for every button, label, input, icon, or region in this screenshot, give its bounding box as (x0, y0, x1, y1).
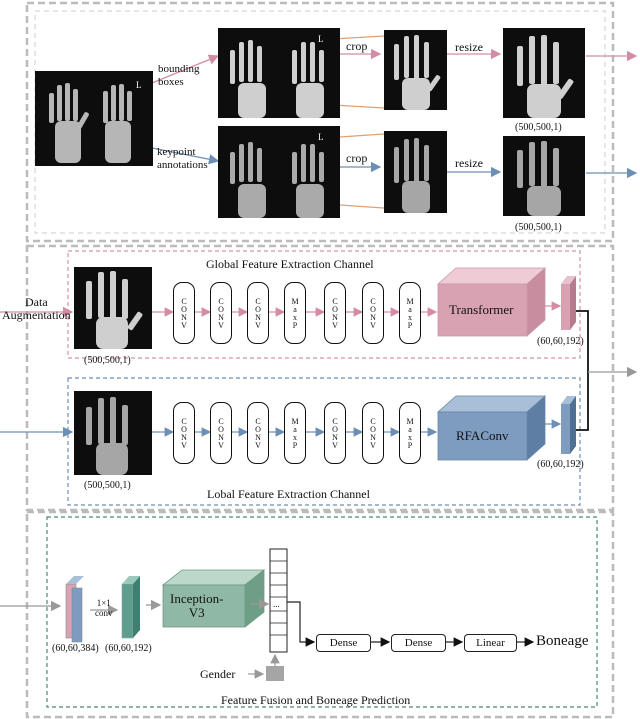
size-label-top: (500,500,1) (515, 122, 562, 133)
svg-text:L: L (318, 34, 324, 44)
global-layer-5: CONV (362, 282, 384, 344)
transformer-block-3d (436, 267, 547, 337)
crop-label-top: crop (346, 39, 368, 53)
boneage-output: Boneage (536, 633, 589, 649)
svg-text:...: ... (273, 599, 280, 609)
global-layer-6: MaxP (399, 282, 421, 344)
concat-feature-map (65, 576, 84, 643)
local-layer-5: CONV (362, 402, 384, 464)
section-preprocessing (25, 1, 615, 243)
section-feature-extraction (25, 244, 615, 512)
conv-feature-map (121, 576, 140, 639)
bbox-annotated-xray: L (218, 28, 340, 118)
resize-label-bottom: resize (455, 156, 483, 170)
data-augmentation-label: Data Augmentation (2, 295, 71, 322)
conv-size: (60,60,192) (105, 643, 152, 654)
local-output-size: (60,60,192) (537, 459, 584, 470)
resized-keypoint-xray (503, 136, 585, 216)
section-fusion (25, 510, 615, 719)
keypoint-label: keypoint annotations (157, 146, 208, 171)
global-output-size: (60,60,192) (537, 336, 584, 347)
global-feature-map (561, 276, 576, 330)
gender-box (266, 666, 284, 681)
local-layer-0: CONV (173, 402, 195, 464)
local-layer-6: MaxP (399, 402, 421, 464)
global-layer-3: MaxP (284, 282, 306, 344)
global-layer-2: CONV (247, 282, 269, 344)
svg-text:L: L (136, 80, 142, 90)
linear-box: Linear (464, 634, 517, 652)
keypoint-annotated-xray: L (218, 126, 340, 218)
transformer-label: Transformer (449, 302, 514, 317)
global-channel-title: Global Feature Extraction Channel (206, 257, 374, 271)
flatten-vector: ... (269, 548, 288, 653)
local-layer-2: CONV (247, 402, 269, 464)
local-layer-3: MaxP (284, 402, 306, 464)
crop-label-bottom: crop (346, 151, 368, 165)
local-input-size: (500,500,1) (84, 480, 131, 491)
rfaconv-label: RFAConv (456, 428, 509, 443)
local-input-xray (74, 391, 152, 475)
rfaconv-block-3d (436, 395, 547, 461)
fusion-box (46, 516, 598, 708)
global-layer-4: CONV (324, 282, 346, 344)
bbox-label: bounding boxes (158, 63, 200, 88)
local-channel-title: Lobal Feature Extraction Channel (207, 487, 370, 501)
local-layer-1: CONV (210, 402, 232, 464)
local-layer-4: CONV (324, 402, 346, 464)
global-channel-box (67, 250, 581, 359)
resized-bbox-xray (503, 28, 585, 118)
inception-label: Inception- V3 (170, 591, 224, 620)
global-input-size: (500,500,1) (84, 355, 131, 366)
global-layer-1: CONV (210, 282, 232, 344)
concat-size: (60,60,384) (52, 643, 99, 654)
conv-label: 1×1 conv (95, 598, 113, 618)
global-input-xray (74, 267, 152, 349)
global-layer-0: CONV (173, 282, 195, 344)
inception-block-3d (161, 569, 266, 628)
size-label-bottom: (500,500,1) (515, 222, 562, 233)
original-hand-xray: L (35, 71, 153, 166)
resize-label-top: resize (455, 40, 483, 54)
local-feature-map (561, 396, 576, 454)
dense-box-1: Dense (316, 634, 371, 652)
gender-label: Gender (200, 667, 236, 681)
fusion-title: Feature Fusion and Boneage Prediction (221, 693, 411, 707)
cropped-bbox-xray (384, 30, 447, 110)
cropped-keypoint-xray (384, 131, 447, 213)
local-channel-box (67, 377, 581, 506)
svg-text:L: L (318, 132, 324, 142)
dense-box-2: Dense (391, 634, 446, 652)
